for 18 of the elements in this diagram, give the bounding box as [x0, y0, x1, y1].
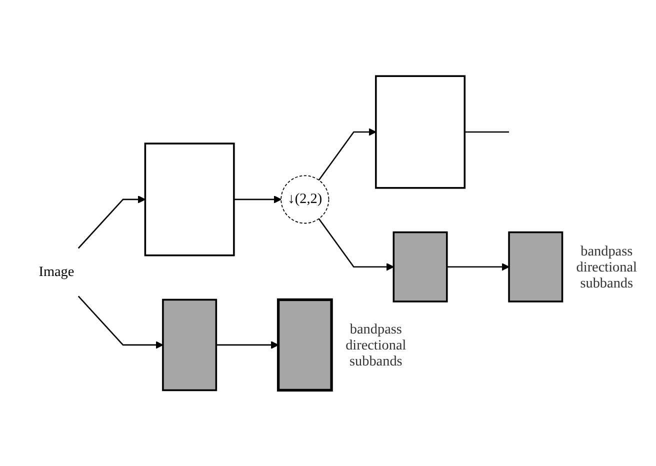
node-circle: ↓(2,2) [280, 175, 330, 224]
arrow [78, 296, 164, 349]
arrow [234, 195, 282, 204]
node-box [276, 298, 333, 392]
node-box [144, 142, 235, 256]
arrow [318, 218, 394, 271]
arrow [216, 340, 279, 349]
subband-caption: bandpass directional subbands [346, 321, 406, 370]
arrow [318, 128, 376, 180]
node-box [508, 231, 564, 302]
connector [464, 131, 510, 132]
arrow [78, 195, 146, 249]
subband-caption: bandpass directional subbands [576, 243, 637, 292]
node-box [162, 298, 218, 391]
arrow [446, 262, 510, 271]
node-box [392, 231, 448, 302]
node-box [375, 75, 466, 189]
node-text: Image [38, 264, 74, 280]
